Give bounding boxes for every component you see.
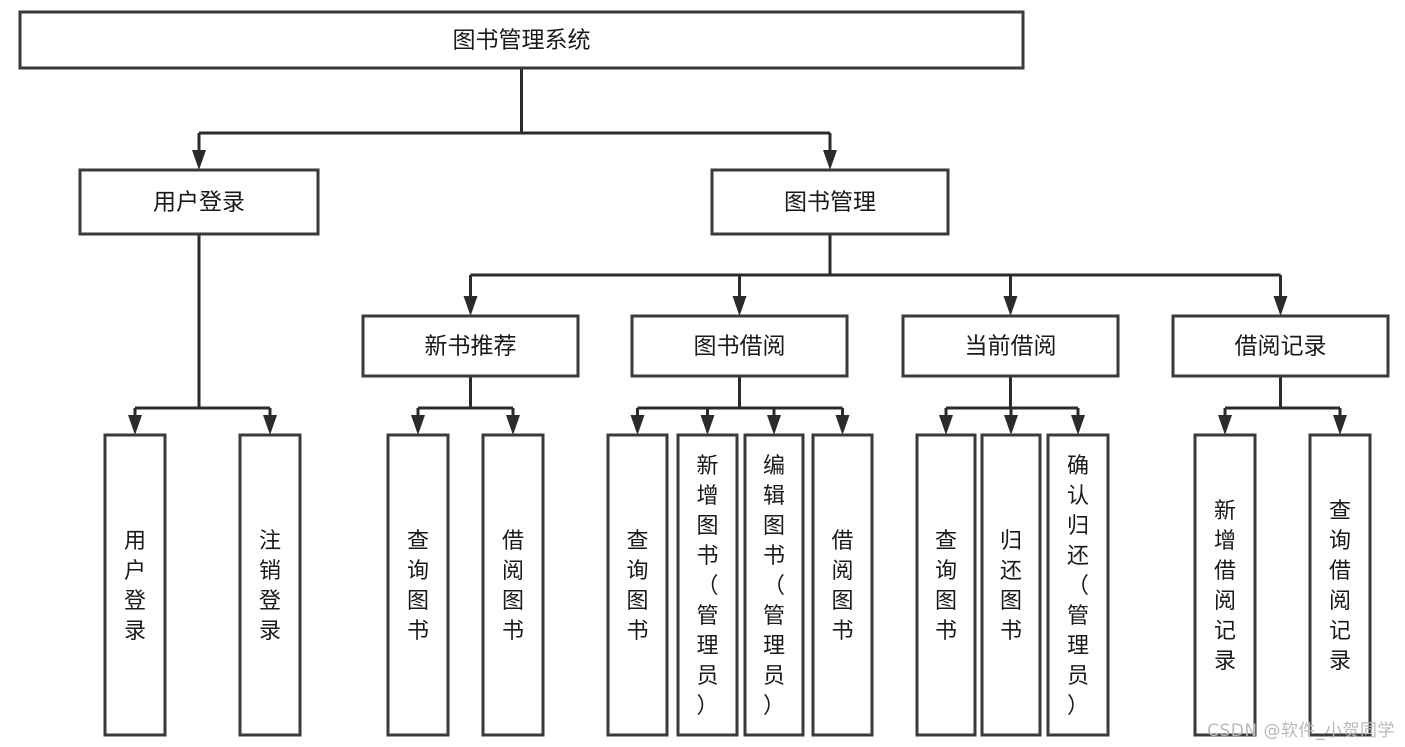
level3-node-box[interactable]: [361, 314, 580, 378]
connector-lines: [128, 68, 1347, 435]
level3-node-0[interactable]: 新书推荐: [361, 314, 580, 378]
leaf-node-label: 新增图书（管理员）: [696, 454, 718, 719]
leaf-node-label: 借阅图书: [502, 529, 524, 644]
arrow-head-icon: [411, 415, 425, 435]
leaf-node-3[interactable]: 借阅图书: [481, 433, 545, 737]
leaf-node-label: 注销登录: [259, 529, 281, 644]
level3-node-box[interactable]: [630, 314, 849, 378]
arrow-head-icon: [463, 296, 478, 316]
leaf-node-11[interactable]: 新增借阅记录: [1193, 433, 1257, 737]
leaf-node-2[interactable]: 查询图书: [386, 433, 450, 737]
level3-node-1[interactable]: 图书借阅: [630, 314, 849, 378]
node-boxes: 图书管理系统用户登录图书管理新书推荐图书借阅当前借阅借阅记录用户登录注销登录查询…: [18, 10, 1390, 737]
leaf-node-box[interactable]: [743, 433, 805, 737]
leaf-node-label: 编辑图书（管理员）: [763, 454, 785, 719]
arrow-head-icon: [1218, 415, 1232, 435]
level2-node-box[interactable]: [710, 168, 950, 236]
leaf-node-9[interactable]: 归还图书: [980, 433, 1042, 737]
leaf-node-6[interactable]: 编辑图书（管理员）: [743, 433, 805, 737]
leaf-node-7[interactable]: 借阅图书: [811, 433, 874, 737]
arrow-head-icon: [128, 415, 142, 435]
arrow-head-icon: [835, 415, 850, 435]
leaf-node-4[interactable]: 查询图书: [606, 433, 669, 737]
arrow-head-icon: [1071, 415, 1085, 435]
arrow-head-icon: [939, 415, 953, 435]
arrow-head-icon: [630, 415, 645, 435]
arrow-head-icon: [263, 415, 277, 435]
leaf-node-box[interactable]: [238, 433, 302, 737]
leaf-node-10[interactable]: 确认归还（管理员）: [1046, 433, 1110, 737]
arrow-head-icon: [823, 150, 837, 170]
arrow-head-icon: [767, 415, 781, 435]
leaf-node-box[interactable]: [676, 433, 739, 737]
arrow-head-icon: [1004, 415, 1018, 435]
level3-node-label: 新书推荐: [425, 334, 517, 360]
leaf-node-box[interactable]: [386, 433, 450, 737]
arrow-head-icon: [506, 415, 520, 435]
level3-node-label: 图书借阅: [694, 334, 786, 360]
leaf-node-box[interactable]: [606, 433, 669, 737]
level3-node-label: 当前借阅: [965, 334, 1057, 360]
arrow-head-icon: [1273, 296, 1288, 316]
level3-node-label: 借阅记录: [1235, 334, 1327, 360]
leaf-node-box[interactable]: [811, 433, 874, 737]
leaf-node-label: 查询借阅记录: [1329, 499, 1351, 674]
watermark-label: CSDN @软件_小贺同学: [1207, 721, 1395, 741]
level2-node-0[interactable]: 用户登录: [78, 168, 320, 236]
leaf-node-label: 用户登录: [124, 529, 146, 644]
level3-node-box[interactable]: [1171, 314, 1390, 378]
leaf-node-12[interactable]: 查询借阅记录: [1308, 433, 1372, 737]
arrow-head-icon: [700, 415, 715, 435]
arrow-head-icon: [732, 296, 747, 316]
leaf-node-8[interactable]: 查询图书: [915, 433, 977, 737]
leaf-node-label: 查询图书: [935, 529, 957, 644]
leaf-node-label: 查询图书: [626, 529, 648, 644]
leaf-node-box[interactable]: [1193, 433, 1257, 737]
arrow-head-icon: [1333, 415, 1347, 435]
level2-node-box[interactable]: [78, 168, 320, 236]
root-node[interactable]: 图书管理系统: [18, 10, 1025, 70]
leaf-node-label: 查询图书: [407, 529, 429, 644]
leaf-node-box[interactable]: [103, 433, 167, 737]
level2-node-1[interactable]: 图书管理: [710, 168, 950, 236]
leaf-node-label: 借阅图书: [831, 529, 853, 644]
arrow-head-icon: [1003, 296, 1018, 316]
leaf-node-box[interactable]: [481, 433, 545, 737]
root-node--label: 图书管理系统: [453, 28, 591, 54]
level2-node-label: 用户登录: [153, 190, 245, 216]
leaf-node-box[interactable]: [915, 433, 977, 737]
arrow-head-icon: [192, 150, 206, 170]
level3-node-box[interactable]: [901, 314, 1120, 378]
level2-node-label: 图书管理: [784, 190, 876, 216]
leaf-node-box[interactable]: [1046, 433, 1110, 737]
level3-node-2[interactable]: 当前借阅: [901, 314, 1120, 378]
leaf-node-label: 新增借阅记录: [1214, 499, 1236, 674]
leaf-node-box[interactable]: [980, 433, 1042, 737]
leaf-node-label: 确认归还（管理员）: [1067, 454, 1089, 719]
root-node--box[interactable]: [18, 10, 1025, 70]
leaf-node-1[interactable]: 注销登录: [238, 433, 302, 737]
leaf-node-0[interactable]: 用户登录: [103, 433, 167, 737]
leaf-node-label: 归还图书: [1000, 529, 1022, 644]
level3-node-3[interactable]: 借阅记录: [1171, 314, 1390, 378]
leaf-node-box[interactable]: [1308, 433, 1372, 737]
leaf-node-5[interactable]: 新增图书（管理员）: [676, 433, 739, 737]
